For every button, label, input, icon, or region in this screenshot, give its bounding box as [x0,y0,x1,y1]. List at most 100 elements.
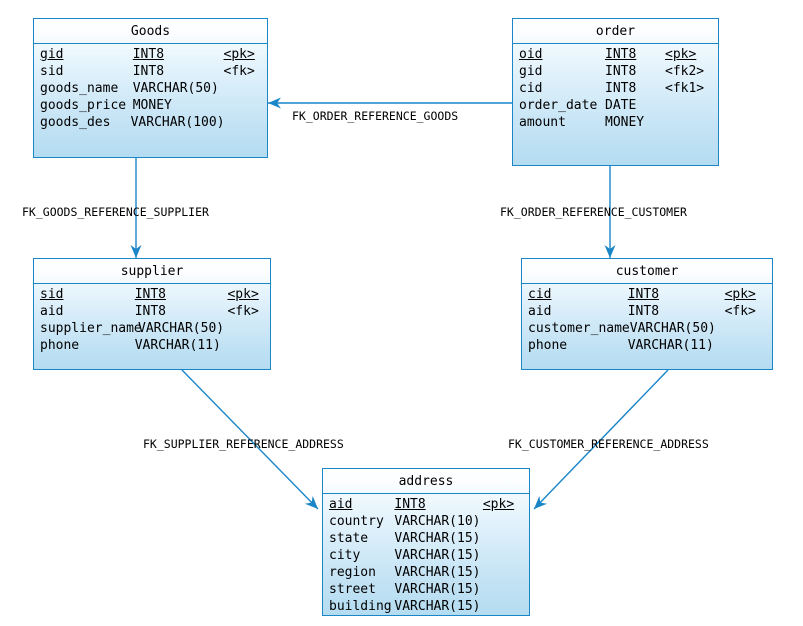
attribute-type: INT8 [605,47,637,62]
attribute-name: building [329,599,392,614]
attribute-type: INT8 [627,304,660,319]
relationship-label-customer-address: FK_CUSTOMER_REFERENCE_ADDRESS [508,437,709,451]
attribute-type: MONEY [605,115,645,130]
attribute-row: oid INT8 <pk> [513,47,718,64]
attribute-type: INT8 [627,287,660,302]
attribute-row: aid INT8 <pk> [323,497,529,514]
attribute-type: INT8 [605,81,637,96]
attribute-row: phone VARCHAR(11) [522,338,772,355]
attribute-type: VARCHAR(50) [138,321,225,336]
attribute-name: goods_price [40,98,127,113]
attribute-type: INT8 [134,287,167,302]
relationship-line [533,369,669,510]
attribute-key-marker: <fk> [227,304,259,319]
attribute-name: aid [528,304,552,319]
attribute-name: cid [519,81,543,96]
attribute-name: sid [40,287,64,302]
attribute-name: cid [528,287,552,302]
relationship-label-supplier-address: FK_SUPPLIER_REFERENCE_ADDRESS [143,437,344,451]
attribute-row: gid INT8 <fk2> [513,64,718,81]
attribute-type: VARCHAR(15) [394,599,481,614]
attribute-type: INT8 [605,64,637,79]
attribute-type: VARCHAR(15) [394,582,481,597]
relationship-label-order-goods: FK_ORDER_REFERENCE_GOODS [292,109,459,123]
attribute-row: city VARCHAR(15) [323,548,529,565]
attribute-row: aid INT8 <fk> [522,304,772,321]
attribute-name: goods_des [40,115,111,130]
attribute-type: VARCHAR(50) [132,81,219,96]
entity-title-address: address [323,469,529,494]
attribute-key-marker: <fk1> [665,81,705,96]
attribute-row: state VARCHAR(15) [323,531,529,548]
attribute-type: VARCHAR(50) [629,321,716,336]
attribute-row: street VARCHAR(15) [323,582,529,599]
entity-title-goods: Goods [34,19,267,44]
attribute-name: street [329,582,376,597]
attribute-type: INT8 [132,47,165,62]
entity-title-order: order [513,19,718,44]
attribute-key-marker: <fk> [223,64,255,79]
attribute-type: VARCHAR(10) [394,514,481,529]
relationship-arrowhead [304,495,318,509]
relationship-arrowhead [534,495,548,509]
attribute-type: VARCHAR(15) [394,548,481,563]
attribute-name: gid [40,47,64,62]
entity-title-supplier: supplier [34,259,270,284]
attribute-name: goods_name [40,81,119,96]
attribute-row: goods_des VARCHAR(100) [34,115,267,132]
attribute-key-marker: <fk2> [665,64,705,79]
attribute-key-marker: <pk> [482,497,515,512]
attribute-name: supplier_name [40,321,142,336]
relationship-arrowhead [130,245,142,258]
attribute-name: country [329,514,384,529]
relationship-label-order-customer: FK_ORDER_REFERENCE_CUSTOMER [500,205,687,219]
attribute-type: INT8 [394,497,426,512]
attribute-name: phone [528,338,568,353]
attribute-name: aid [40,304,64,319]
attribute-row: cid INT8 <pk> [522,287,772,304]
attribute-name: gid [519,64,543,79]
relationship-arrowhead [268,97,281,109]
attribute-name: sid [40,64,64,79]
attribute-type: VARCHAR(11) [627,338,714,353]
entity-title-customer: customer [522,259,772,284]
attribute-name: oid [519,47,543,62]
attribute-row: goods_name VARCHAR(50) [34,81,267,98]
attribute-row: order_date DATE [513,98,718,115]
attribute-type: INT8 [132,64,165,79]
attribute-name: customer_name [528,321,630,336]
attribute-name: city [329,548,361,563]
attribute-key-marker: <pk> [227,287,259,302]
attribute-type: DATE [605,98,637,113]
attribute-key-marker: <fk> [724,304,756,319]
attribute-key-marker: <pk> [724,287,756,302]
attribute-name: state [329,531,369,546]
entity-address[interactable]: address aid INT8 <pk> country VARCHAR(10) stat… [322,468,530,616]
attribute-name: order_date [519,98,598,113]
attribute-name: aid [329,497,353,512]
attribute-row: country VARCHAR(10) [323,514,529,531]
attribute-type: VARCHAR(15) [394,531,481,546]
attribute-type: VARCHAR(100) [130,115,225,130]
attribute-row: cid INT8 <fk1> [513,81,718,98]
attribute-key-marker: <pk> [665,47,697,62]
